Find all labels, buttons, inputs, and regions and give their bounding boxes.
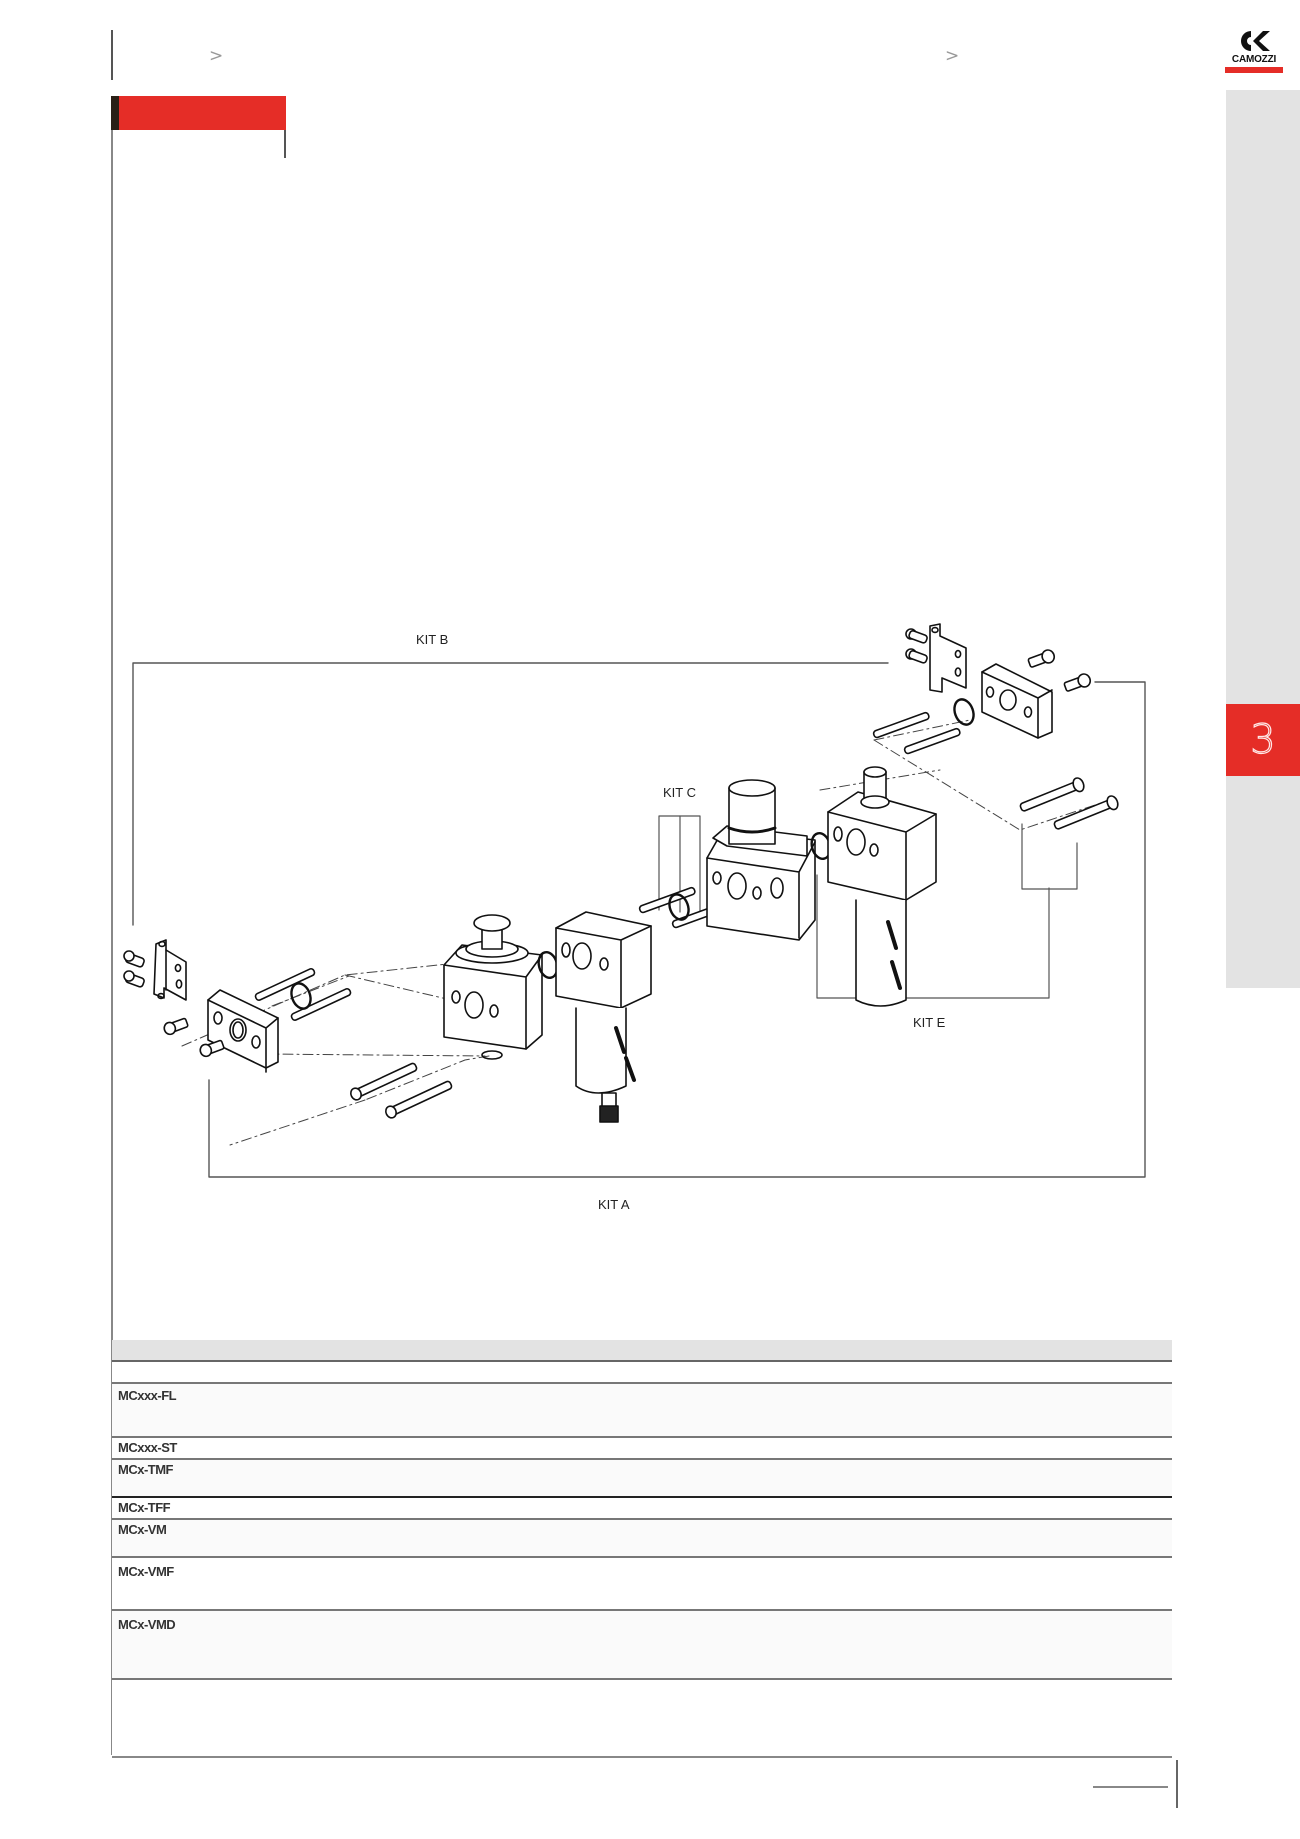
table-row: MCx-TFF (112, 1498, 1172, 1520)
part-code: MCx-VM (118, 1522, 167, 1537)
left-bracket-screws (123, 950, 145, 988)
table-row (112, 1362, 1172, 1384)
right-plate-screws (1027, 649, 1092, 692)
lubricator (827, 766, 937, 1007)
chapter-tab-strip (1226, 90, 1300, 988)
table-row: MCx-TMF (112, 1460, 1172, 1498)
camozzi-logo-mark-icon (1241, 31, 1270, 51)
parts-table: MCxxx-FL MCxxx-ST MCx-TMF MCx-TFF MCx-VM… (112, 1340, 1172, 1758)
breadcrumb-separator-right: > (945, 46, 960, 66)
camozzi-logo[interactable]: CAMOZZI (1225, 30, 1283, 74)
left-end-plate (207, 989, 279, 1073)
kit-a-label: KIT A (598, 1197, 630, 1212)
right-tie-rods (872, 698, 975, 755)
o-ring-1 (537, 951, 559, 979)
section-title-bar (111, 96, 286, 130)
footer-divider (1176, 1760, 1178, 1808)
logo-red-bar (1225, 67, 1283, 73)
bottom-tie-rods (350, 1062, 453, 1119)
part-code: MCxxx-FL (118, 1388, 177, 1403)
kit-c-bracket (658, 815, 701, 915)
logo-wordmark: CAMOZZI (1231, 54, 1277, 65)
kit-c-tie-rods (638, 886, 729, 929)
assembly-axis-lines (181, 719, 1111, 1146)
manual-valve (443, 914, 543, 1060)
part-code: MCx-TMF (118, 1462, 174, 1477)
left-plate-screws (163, 1017, 225, 1058)
right-end-plate (981, 663, 1053, 739)
kit-e-label: KIT E (913, 1015, 946, 1030)
table-row: MCx-VM (112, 1520, 1172, 1558)
right-end-bracket (929, 623, 967, 693)
part-code: MCx-VMF (118, 1564, 174, 1579)
kit-b-label: KIT B (416, 632, 449, 647)
filter-unit (555, 911, 652, 1123)
kit-b-bracket (132, 662, 889, 926)
title-bar-accent (111, 96, 119, 130)
left-tie-rods (254, 967, 352, 1021)
part-code: MCx-VMD (118, 1617, 176, 1632)
title-right-rule (284, 130, 286, 158)
parts-table-header (112, 1340, 1172, 1362)
left-end-bracket (153, 939, 187, 1001)
breadcrumb-separator-left: > (209, 46, 224, 66)
chapter-tab-active[interactable]: 3 (1226, 704, 1300, 776)
chapter-number: 3 (1250, 716, 1277, 763)
part-code: MCx-TFF (118, 1500, 171, 1515)
kit-e-bracket (816, 823, 1078, 999)
table-row: MCx-VMF (112, 1558, 1172, 1611)
page-left-rule (111, 130, 113, 1755)
table-row: MCxxx-ST (112, 1438, 1172, 1460)
table-row: MCx-VMD (112, 1611, 1172, 1680)
o-ring-2 (810, 832, 832, 860)
kit-a-bracket (208, 681, 1146, 1178)
footer-rule (1093, 1786, 1168, 1788)
kit-c-label: KIT C (663, 785, 696, 800)
regulator (706, 779, 816, 941)
part-code: MCxxx-ST (118, 1440, 177, 1455)
right-bracket-screws (905, 628, 928, 664)
header-divider (111, 30, 113, 80)
table-row: MCxxx-FL (112, 1384, 1172, 1438)
table-notes-area (112, 1680, 1172, 1758)
kit-e-long-screws (1019, 777, 1119, 830)
